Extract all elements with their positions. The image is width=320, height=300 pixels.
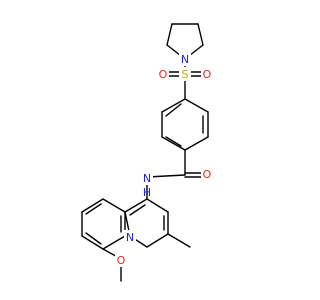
bond-methyl xyxy=(167,233,191,248)
bond-pyr-2 xyxy=(166,23,173,46)
bond-bz-1 xyxy=(184,98,209,113)
bond-bz-3 xyxy=(184,136,209,151)
bond-bz2-5 xyxy=(102,235,126,250)
amide-nitrogen-label: N xyxy=(143,172,151,185)
sulfonyl-oxygen-right-label: O xyxy=(203,68,212,81)
label-bg-o3 xyxy=(201,167,213,181)
label-bg-nh xyxy=(141,171,153,185)
bond-bz-4 xyxy=(161,136,186,151)
bond-py-in-2 xyxy=(129,204,146,216)
bond-bz-6 xyxy=(161,98,186,113)
sulfur-atom-label: S xyxy=(182,68,189,81)
bond-bz2-1 xyxy=(102,198,126,213)
bond-c-nh xyxy=(146,174,186,178)
amide-hydrogen-label: H xyxy=(143,186,151,199)
bond-bz2-in-2 xyxy=(85,232,102,245)
bond-bz2-4 xyxy=(81,235,104,250)
carbonyl-oxygen-label: O xyxy=(203,168,212,181)
bond-bz2-in-1 xyxy=(85,203,102,215)
atom-label-layer: N S O O O N H N O xyxy=(115,52,213,267)
bond-py-6 xyxy=(124,198,148,213)
bond-bz2-2 xyxy=(81,198,104,213)
label-bg-nq xyxy=(124,230,136,244)
bond-bz-in-3 xyxy=(165,103,182,117)
pyrrolidine-nitrogen-label: N xyxy=(181,53,189,66)
label-bg-o2 xyxy=(201,67,213,81)
sulfonyl-oxygen-left-label: O xyxy=(159,68,168,81)
bond-bz-in-2 xyxy=(165,136,182,147)
label-bg-o1 xyxy=(157,67,169,81)
label-bg-s xyxy=(179,67,191,81)
label-bg-o4 xyxy=(115,253,127,267)
bond-py-1 xyxy=(146,198,169,213)
methoxy-oxygen-label: O xyxy=(117,254,126,267)
bond-py-3 xyxy=(146,233,169,248)
label-bg-n1 xyxy=(179,52,191,66)
quinoline-nitrogen-label: N xyxy=(126,231,134,244)
bond-pyr-4 xyxy=(197,23,204,46)
chemical-structure-diagram: N S O O O N H N O xyxy=(81,23,213,282)
